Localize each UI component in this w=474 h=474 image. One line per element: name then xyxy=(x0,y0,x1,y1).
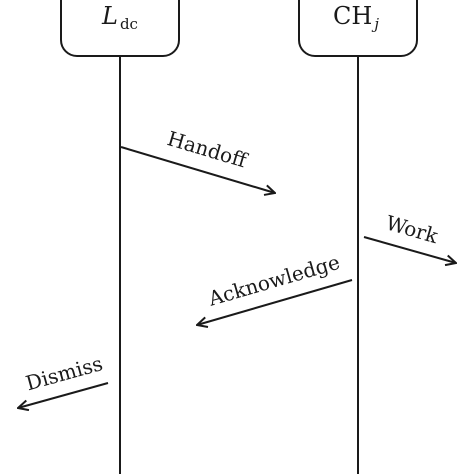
participant-chj-subscript: j xyxy=(371,15,379,33)
message-work-label: Work xyxy=(383,210,441,248)
participant-ldc-main: L xyxy=(101,2,118,30)
message-handoff: Handoff xyxy=(120,126,275,193)
participant-chj-main: CH xyxy=(333,2,372,30)
message-handoff-label: Handoff xyxy=(165,126,251,173)
message-acknowledge: Acknowledge xyxy=(197,250,353,325)
message-work: Work xyxy=(363,210,456,263)
participant-ldc-subscript: dc xyxy=(120,15,138,33)
message-dismiss: Dismiss xyxy=(18,351,109,408)
message-work-arrow xyxy=(363,236,456,263)
message-handoff-arrow xyxy=(120,146,275,193)
message-dismiss-label: Dismiss xyxy=(23,351,105,395)
message-acknowledge-arrow xyxy=(197,279,353,325)
message-dismiss-arrow xyxy=(18,382,109,408)
